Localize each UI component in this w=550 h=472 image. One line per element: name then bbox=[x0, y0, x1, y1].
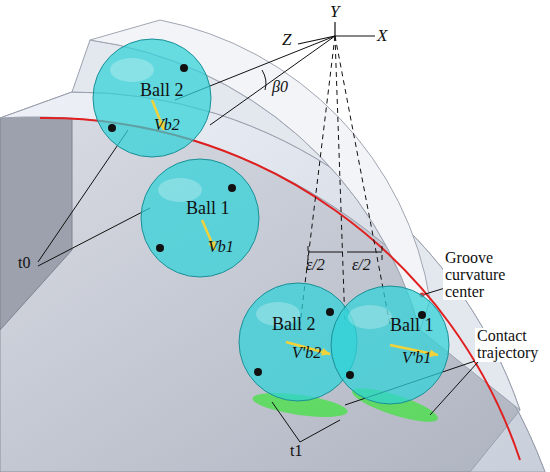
axes bbox=[298, 22, 375, 44]
angle-label: ε/2 bbox=[352, 256, 371, 274]
ball: Ball 2 Vb2 bbox=[92, 38, 212, 158]
ball-label: Ball 2 bbox=[272, 314, 316, 335]
angle-label: ε/2 bbox=[306, 256, 325, 274]
axis-label: X bbox=[377, 26, 387, 46]
ball-label: Ball 1 bbox=[186, 198, 230, 219]
velocity-label: Vb2 bbox=[154, 116, 180, 134]
velocity-label: V'b1 bbox=[402, 349, 431, 367]
time-label: t1 bbox=[290, 442, 302, 460]
race-cut-face bbox=[0, 92, 72, 330]
ball: Ball 1 V'b1 bbox=[330, 285, 450, 405]
velocity-label: V'b2 bbox=[292, 344, 321, 362]
epsilon-lines bbox=[300, 36, 390, 325]
inner-shoulder bbox=[90, 20, 430, 330]
time-label: t0 bbox=[18, 254, 30, 272]
ball-shape bbox=[330, 285, 450, 405]
axis-label: Y bbox=[330, 2, 339, 22]
ball-label: Ball 2 bbox=[140, 80, 184, 101]
ball-label: Ball 1 bbox=[390, 315, 434, 336]
callout-label: Contact trajectory bbox=[475, 328, 547, 362]
angle-label: β0 bbox=[272, 78, 288, 96]
axis-label: Z bbox=[282, 30, 291, 50]
callout-label: Groove curvature center bbox=[443, 250, 547, 300]
leader-lines bbox=[38, 130, 478, 442]
epsilon-brackets bbox=[308, 252, 382, 253]
ball: Ball 1 Vb1 bbox=[140, 158, 260, 278]
velocity-label: Vb1 bbox=[208, 238, 234, 256]
